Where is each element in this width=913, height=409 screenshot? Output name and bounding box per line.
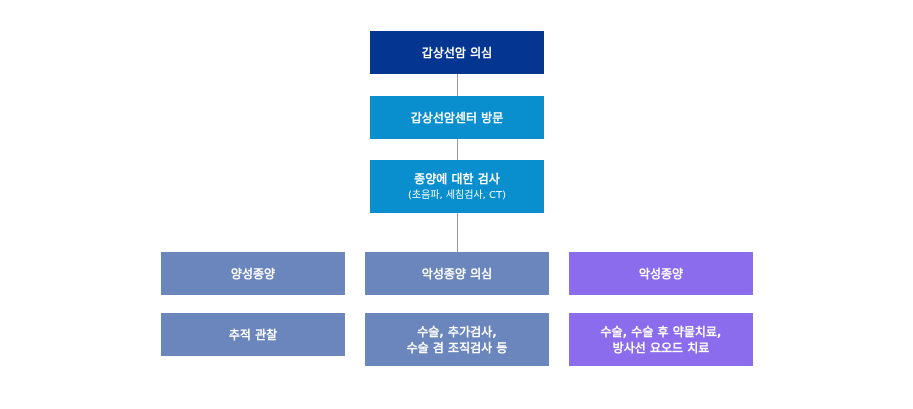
branch-malignant-action: 수술, 수술 후 약물치료, 방사선 요오드 치료	[569, 313, 753, 366]
step-suspected-thyroid-cancer-label: 갑상선암 의심	[421, 45, 493, 60]
step-visit-thyroid-center: 갑상선암센터 방문	[370, 96, 544, 139]
step-tumor-examination-detail: (초음파, 세침검사, CT)	[407, 189, 506, 201]
branch-malignant-tumor: 악성종양	[569, 252, 753, 295]
branch-suspected-action: 수술, 추가검사, 수술 겸 조직검사 등	[365, 313, 549, 366]
step-tumor-examination: 종양에 대한 검사 (초음파, 세침검사, CT)	[370, 160, 544, 213]
branch-benign-tumor-label: 양성종양	[230, 266, 276, 281]
branch-suspected-action-line1: 수술, 추가검사,	[417, 324, 497, 339]
branch-suspected-malignant-label: 악성종양 의심	[421, 266, 493, 281]
branch-benign-tumor: 양성종양	[161, 252, 345, 295]
branch-malignant-action-line1: 수술, 수술 후 약물치료,	[600, 324, 722, 339]
step-visit-thyroid-center-label: 갑상선암센터 방문	[410, 110, 504, 125]
branch-benign-action: 추적 관찰	[161, 313, 345, 356]
branch-benign-action-label: 추적 관찰	[228, 327, 278, 342]
branch-malignant-tumor-label: 악성종양	[638, 266, 684, 281]
branch-malignant-action-line2: 방사선 요오드 치료	[612, 340, 710, 355]
step-tumor-examination-title: 종양에 대한 검사	[414, 171, 500, 186]
step-suspected-thyroid-cancer: 갑상선암 의심	[370, 31, 544, 74]
branch-suspected-malignant: 악성종양 의심	[365, 252, 549, 295]
branch-suspected-action-line2: 수술 겸 조직검사 등	[406, 340, 508, 355]
